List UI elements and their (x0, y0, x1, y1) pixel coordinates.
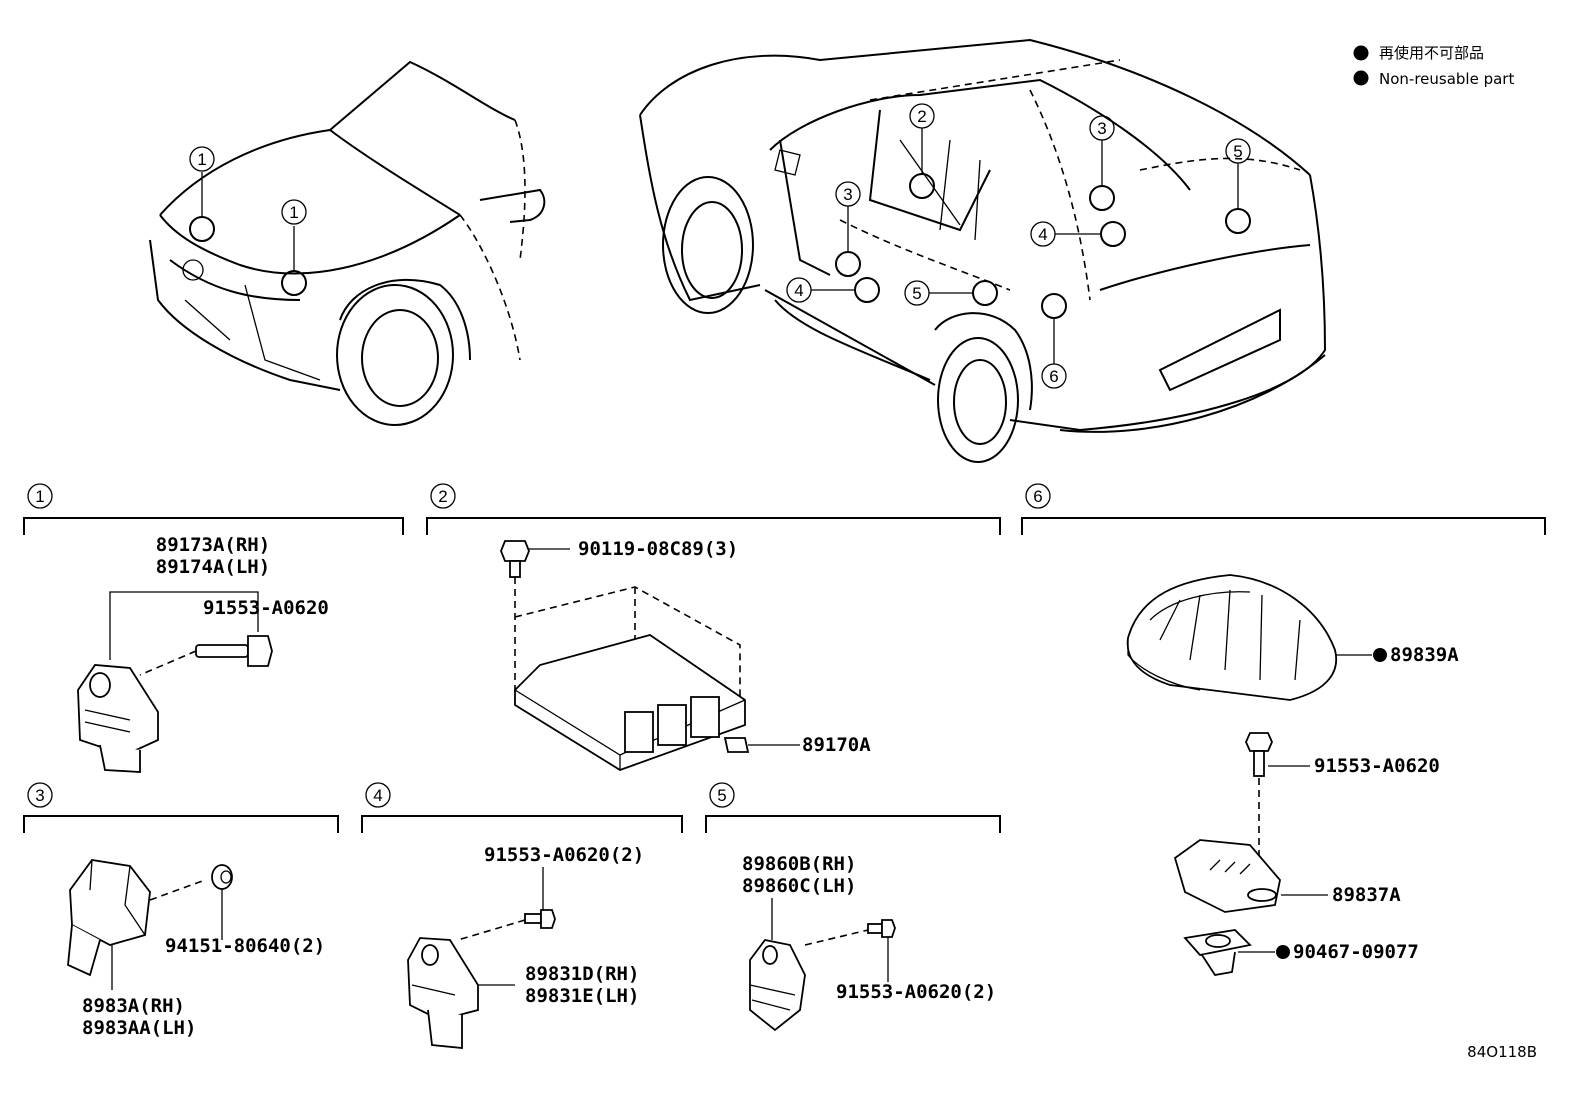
non-reusable-dot-icon (1373, 648, 1387, 662)
section-2-airbag-ecu: 2 90119-08C89(3) 89170A (426, 483, 1001, 771)
part-label-91553-a0620: 91553-A0620 (1314, 755, 1440, 777)
sensor-location-marker (1041, 293, 1067, 319)
rear-vehicle-illustration: 2 3 4 5 3 4 5 6 (639, 38, 1327, 463)
section-number: 2 (438, 487, 447, 506)
sensor-location-marker (189, 216, 215, 242)
callout-number: 3 (1097, 119, 1106, 138)
callout-number: 1 (197, 150, 206, 169)
bolt-icon (500, 540, 530, 578)
section-number: 6 (1033, 487, 1042, 506)
part-label-89831e: 89831E(LH) (525, 985, 639, 1007)
front-vehicle-illustration: 1 1 (149, 60, 546, 426)
section-6-rear-sensor: 6 89839A 91553-A0620 89837A (1021, 483, 1546, 976)
section-1-front-airbag-sensor: 1 89173A(RH) 89174A(LH) 91553-A0620 (23, 483, 404, 773)
section-3-side-airbag-sensor: 3 94151-80640(2) 8983A(RH) 8983AA(LH) (23, 782, 339, 1039)
part-label-90467-09077: 90467-09077 (1293, 941, 1419, 963)
rear-sensor-icon (1173, 839, 1281, 913)
section-number: 4 (373, 786, 382, 805)
bolt-icon (1245, 732, 1273, 777)
callout-number: 5 (912, 284, 921, 303)
sensor-location-marker (281, 270, 307, 296)
part-label-89174a: 89174A(LH) (156, 556, 270, 578)
legend-dot-icon (1353, 70, 1369, 86)
diagram-code: 84O118B (1467, 1043, 1537, 1061)
nut-icon (211, 864, 233, 890)
sensor-location-marker (1100, 221, 1126, 247)
section-4-side-airbag-sensor: 4 91553-A0620(2) 89831D(RH) 89831E(LH) (361, 782, 683, 1049)
callout-number: 6 (1049, 367, 1058, 386)
legend-jp-text: 再使用不可部品 (1379, 44, 1484, 62)
airbag-ecu-icon (514, 634, 750, 771)
sensor-cover-icon (1126, 574, 1337, 701)
callout-number: 3 (843, 185, 852, 204)
part-label-8983aa: 8983AA(LH) (82, 1017, 196, 1039)
section-number: 1 (35, 487, 44, 506)
legend-en-text: Non-reusable part (1379, 70, 1514, 88)
part-label-89170a: 89170A (802, 734, 871, 756)
part-label-89860c: 89860C(LH) (742, 875, 856, 897)
non-reusable-dot-icon (1276, 945, 1290, 959)
section-5-side-airbag-sensor: 5 89860B(RH) 89860C(LH) 91553-A0620(2) (705, 782, 1001, 1032)
part-label-91553-a0620: 91553-A0620(2) (484, 844, 644, 866)
callout-number: 1 (289, 203, 298, 222)
bolt-icon (867, 919, 896, 938)
sensor-location-marker (1089, 185, 1115, 211)
sensor-location-marker (1225, 208, 1251, 234)
callout-number: 4 (1038, 225, 1047, 244)
sensor-location-marker (972, 280, 998, 306)
callout-number: 2 (917, 107, 926, 126)
section-number: 5 (717, 786, 726, 805)
bolt-icon (195, 635, 273, 667)
side-airbag-sensor-icon (67, 859, 151, 977)
bolt-icon (524, 909, 556, 929)
side-airbag-sensor-icon (749, 939, 806, 1032)
front-airbag-sensor-icon (77, 664, 159, 773)
section-number: 3 (35, 786, 44, 805)
side-airbag-sensor-icon (407, 937, 479, 1049)
callout-number: 4 (794, 281, 803, 300)
sensor-location-marker (835, 251, 861, 277)
clip-icon (1183, 929, 1252, 976)
part-label-89837a: 89837A (1332, 884, 1401, 906)
part-label-89831d: 89831D(RH) (525, 963, 639, 985)
part-label-94151-80640: 94151-80640(2) (165, 935, 325, 957)
part-label-89839a: 89839A (1390, 644, 1459, 666)
legend-dot-icon (1353, 45, 1369, 61)
part-label-8983a: 8983A(RH) (82, 995, 185, 1017)
part-label-91553-a0620: 91553-A0620 (203, 597, 329, 619)
part-label-90119-08c89: 90119-08C89(3) (578, 538, 738, 560)
sensor-location-marker (854, 277, 880, 303)
part-label-89173a: 89173A(RH) (156, 534, 270, 556)
sensor-location-marker (909, 173, 935, 199)
part-label-89860b: 89860B(RH) (742, 853, 856, 875)
callout-number: 5 (1233, 142, 1242, 161)
legend: 再使用不可部品 Non-reusable part (1353, 44, 1514, 88)
part-label-91553-a0620: 91553-A0620(2) (836, 981, 996, 1003)
